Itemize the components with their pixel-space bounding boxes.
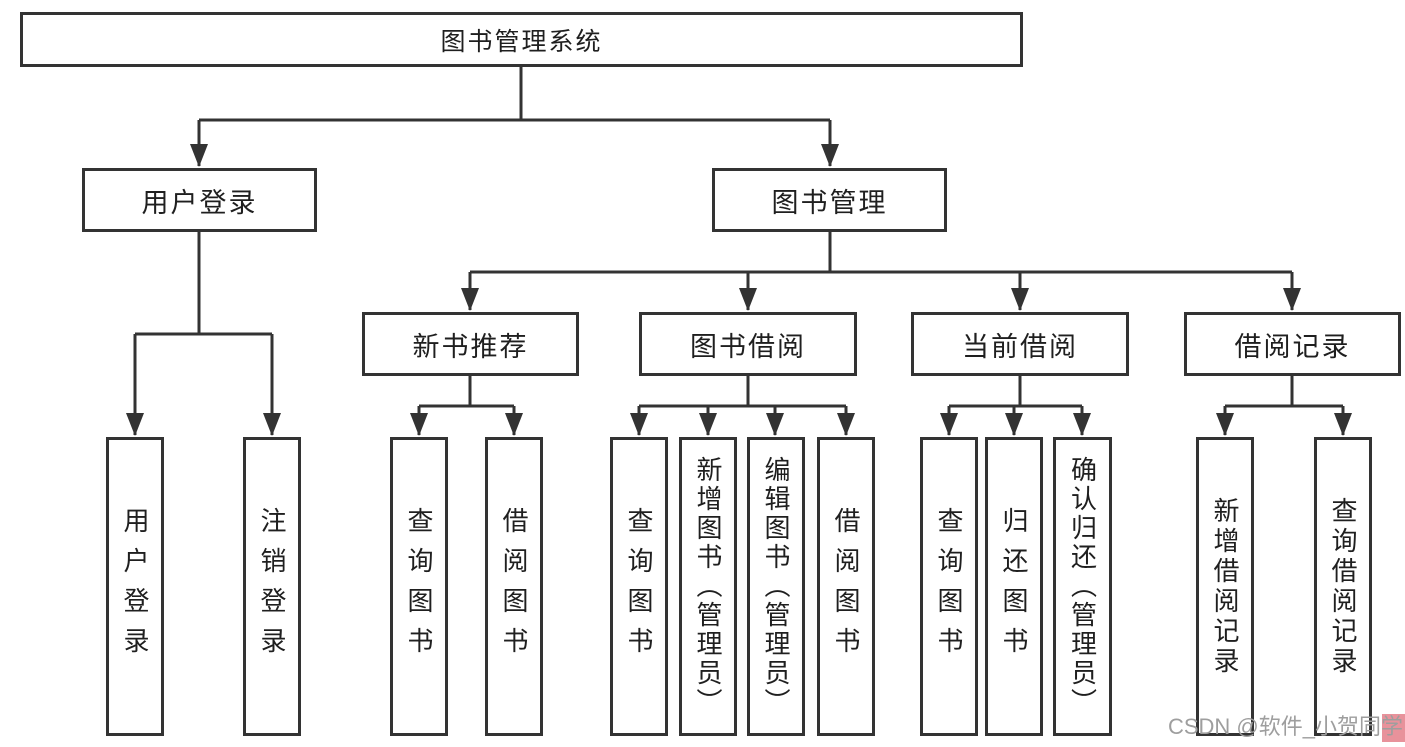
node-leaf-query-borrow-record: 查询借阅记录 bbox=[1314, 437, 1372, 736]
watermark-accent-block bbox=[1382, 714, 1405, 742]
node-borrowing-records: 借阅记录 bbox=[1184, 312, 1401, 376]
node-user-login: 用户登录 bbox=[82, 168, 317, 232]
node-root: 图书管理系统 bbox=[20, 12, 1023, 67]
node-leaf-query-books-1: 查询图书 bbox=[390, 437, 448, 736]
node-leaf-query-books-3: 查询图书 bbox=[920, 437, 978, 736]
node-leaf-add-borrow-record: 新增借阅记录 bbox=[1196, 437, 1254, 736]
node-leaf-borrow-books-2: 借阅图书 bbox=[817, 437, 875, 736]
node-leaf-query-books-2: 查询图书 bbox=[610, 437, 668, 736]
node-book-management: 图书管理 bbox=[712, 168, 947, 232]
node-leaf-confirm-return-admin: 确认归还（管理员） bbox=[1053, 437, 1112, 736]
node-leaf-edit-books-admin: 编辑图书（管理员） bbox=[747, 437, 805, 736]
node-leaf-return-books: 归还图书 bbox=[985, 437, 1043, 736]
node-leaf-user-login: 用户登录 bbox=[106, 437, 164, 736]
node-leaf-borrow-books-1: 借阅图书 bbox=[485, 437, 543, 736]
node-leaf-logout: 注销登录 bbox=[243, 437, 301, 736]
watermark: CSDN @软件_小贺同学 bbox=[1167, 714, 1403, 739]
node-book-borrowing: 图书借阅 bbox=[639, 312, 857, 376]
node-new-book-recommend: 新书推荐 bbox=[362, 312, 579, 376]
node-leaf-add-books-admin: 新增图书（管理员） bbox=[679, 437, 737, 736]
node-current-borrowing: 当前借阅 bbox=[911, 312, 1129, 376]
